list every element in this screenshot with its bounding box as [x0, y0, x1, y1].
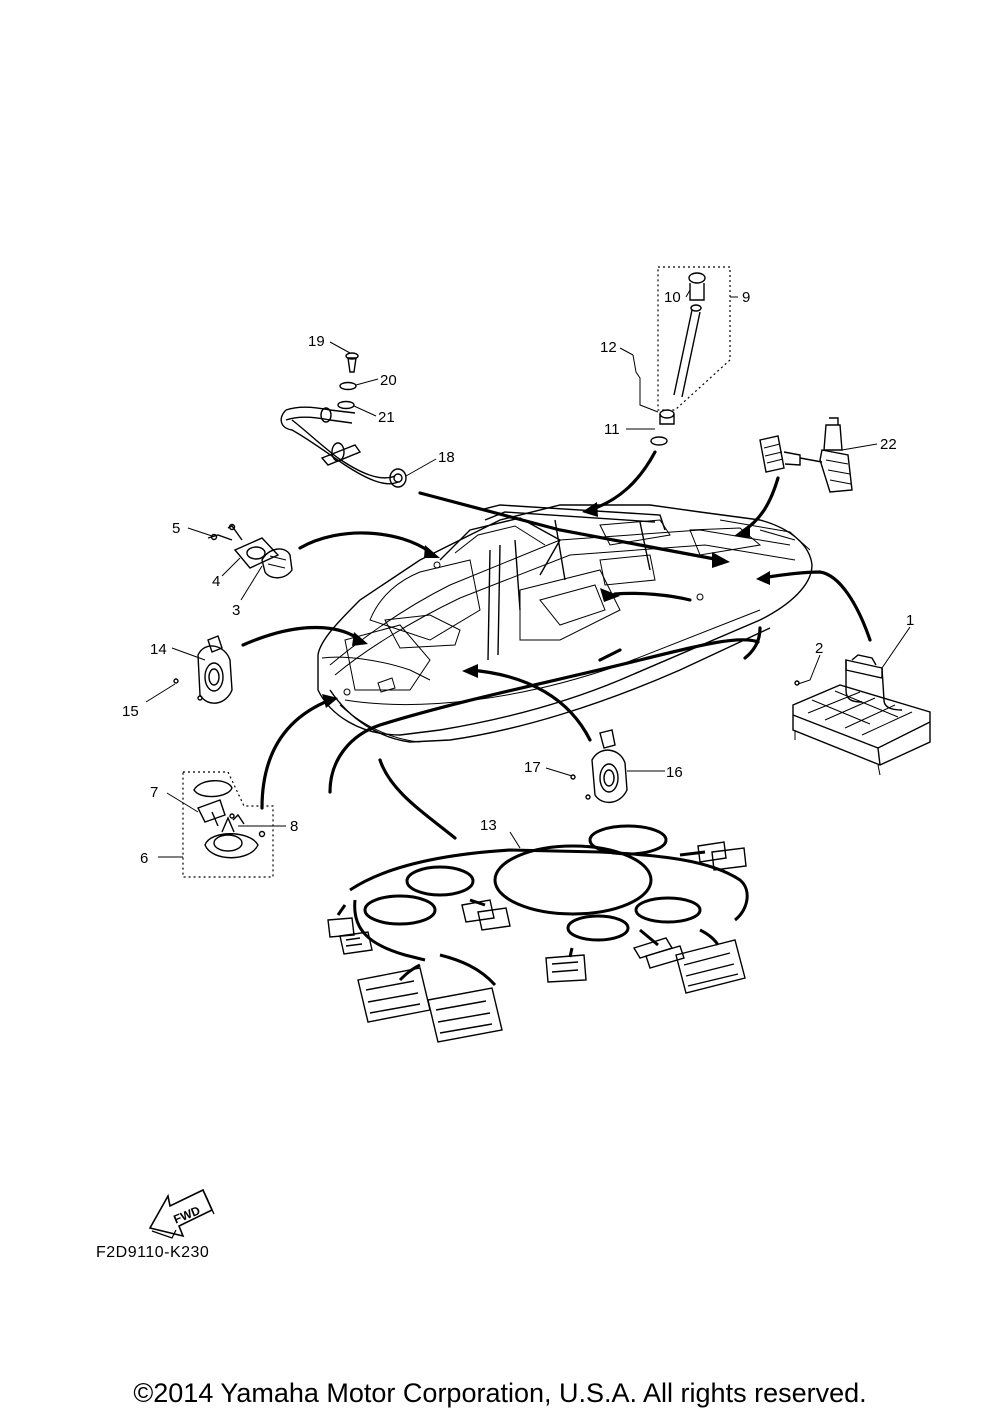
callout-3: 3	[232, 602, 240, 619]
sender-part-22	[759, 417, 853, 493]
fwd-arrow-icon: FWD	[148, 1188, 215, 1239]
callout-2: 2	[815, 640, 823, 657]
callout-14: 14	[150, 641, 167, 658]
callout-5: 5	[172, 520, 180, 537]
hose-part-18	[280, 352, 407, 488]
location-arrows	[241, 450, 872, 840]
drain-parts-3-4-5	[207, 523, 293, 579]
callout-17: 17	[524, 759, 541, 776]
callout-21: 21	[378, 409, 395, 426]
callout-20: 20	[380, 372, 397, 389]
light-assembly-6-7-8	[182, 771, 274, 878]
callout-9: 9	[742, 289, 750, 306]
callout-13: 13	[480, 817, 497, 834]
callout-11: 11	[604, 421, 620, 438]
battery-tray-part-1	[792, 654, 931, 776]
callout-19: 19	[308, 333, 325, 350]
boat-illustration	[317, 504, 813, 743]
callout-15: 15	[122, 703, 139, 720]
callout-labels: 1 2 3 4 5 6 7 8 9 10 11 12 13 14 15 16 1…	[122, 289, 914, 867]
callout-10: 10	[664, 289, 681, 306]
speaker-part-14	[173, 635, 233, 704]
leader-lines	[145, 289, 911, 858]
callout-1: 1	[906, 612, 914, 629]
callout-22: 22	[880, 436, 897, 453]
callout-6: 6	[140, 850, 148, 867]
drawing-code: F2D9110-K230	[96, 1244, 210, 1261]
speaker-part-16	[570, 729, 628, 803]
callout-12: 12	[600, 339, 617, 356]
wiring-harness-part-13	[327, 824, 749, 1043]
callout-8: 8	[290, 818, 298, 835]
copyright-notice: ©2014 Yamaha Motor Corporation, U.S.A. A…	[133, 1378, 867, 1408]
callout-7: 7	[150, 784, 158, 801]
callout-16: 16	[666, 764, 683, 781]
vent-hose-assembly	[632, 266, 731, 446]
callout-18: 18	[438, 449, 455, 466]
callout-4: 4	[212, 573, 220, 590]
